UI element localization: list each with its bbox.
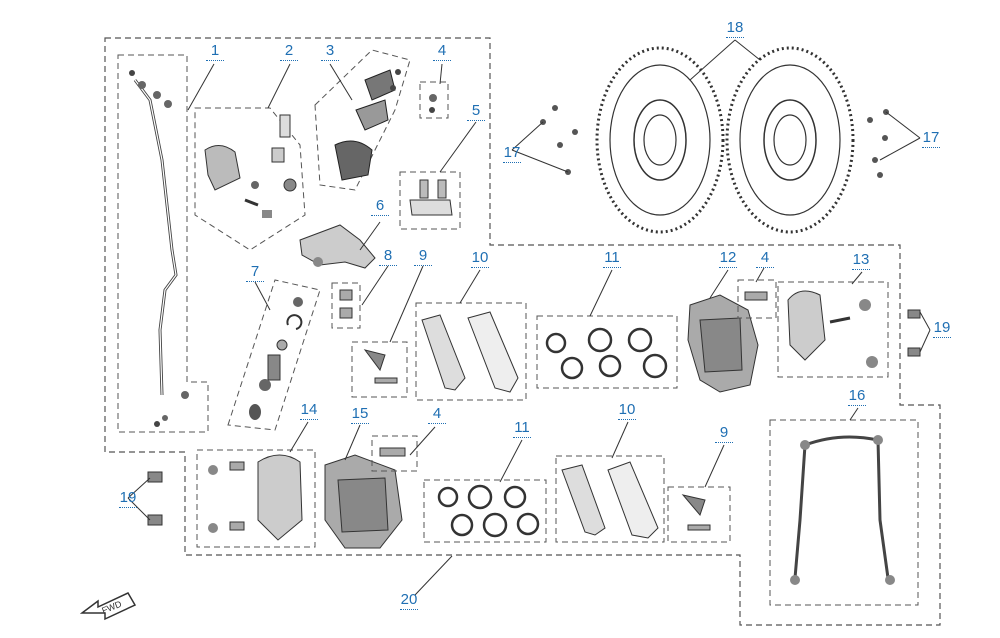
callout-19-left[interactable]: 19 — [113, 490, 143, 508]
callout-14[interactable]: 14 — [294, 402, 324, 420]
bolts-17-right — [867, 109, 889, 178]
callout-17-left[interactable]: 17 — [497, 145, 527, 163]
callout-10-top[interactable]: 10 — [465, 250, 495, 268]
bolts-17-left — [540, 105, 578, 175]
part-4-mid-box — [737, 279, 777, 319]
group-20-outline — [104, 37, 941, 626]
callout-9-low[interactable]: 9 — [709, 425, 739, 443]
part-19-right — [907, 309, 921, 357]
callout-10-low[interactable]: 10 — [612, 402, 642, 420]
callout-2[interactable]: 2 — [274, 43, 304, 61]
part-2-box — [194, 107, 306, 251]
callout-5[interactable]: 5 — [461, 103, 491, 121]
part-9-top-box — [351, 341, 408, 398]
callout-7[interactable]: 7 — [240, 264, 270, 282]
callout-16[interactable]: 16 — [842, 388, 872, 406]
callout-3[interactable]: 3 — [315, 43, 345, 61]
part-9-low-box — [667, 486, 731, 543]
part-1-box — [117, 54, 209, 433]
part-7-box — [227, 279, 321, 431]
part-3-box — [314, 49, 411, 191]
part-14-box — [196, 449, 316, 548]
callout-4-low[interactable]: 4 — [422, 406, 452, 424]
callout-8[interactable]: 8 — [373, 248, 403, 266]
part-16-box — [769, 419, 919, 606]
part-11-low-box — [423, 479, 547, 543]
part-5-box — [399, 171, 461, 230]
callout-12[interactable]: 12 — [713, 250, 743, 268]
callout-4-top[interactable]: 4 — [427, 43, 457, 61]
callout-15[interactable]: 15 — [345, 406, 375, 424]
forward-arrow-icon: FWD — [80, 592, 137, 621]
part-11-top-box — [536, 315, 678, 389]
part-4-low-box — [371, 435, 418, 472]
callout-6[interactable]: 6 — [365, 198, 395, 216]
callout-1[interactable]: 1 — [200, 43, 230, 61]
callout-4-mid[interactable]: 4 — [750, 250, 780, 268]
callout-19-right[interactable]: 19 — [927, 320, 957, 338]
callout-9-top[interactable]: 9 — [408, 248, 438, 266]
part-6-lever — [299, 224, 376, 269]
callout-11-top[interactable]: 11 — [597, 250, 627, 268]
callout-11-low[interactable]: 11 — [507, 420, 537, 438]
brake-disc-right — [725, 46, 855, 234]
part-19-left — [147, 471, 163, 526]
part-4-top-box — [419, 81, 449, 119]
leader-lines — [127, 39, 931, 596]
part-8-box — [331, 282, 361, 329]
callout-20[interactable]: 20 — [394, 592, 424, 610]
part-10-top-box — [415, 302, 527, 401]
callout-13[interactable]: 13 — [846, 252, 876, 270]
callout-18[interactable]: 18 — [720, 20, 750, 38]
callout-17-right[interactable]: 17 — [916, 130, 946, 148]
part-10-low-box — [555, 455, 665, 543]
brake-disc-left — [595, 46, 725, 234]
part-13-box — [777, 281, 889, 378]
